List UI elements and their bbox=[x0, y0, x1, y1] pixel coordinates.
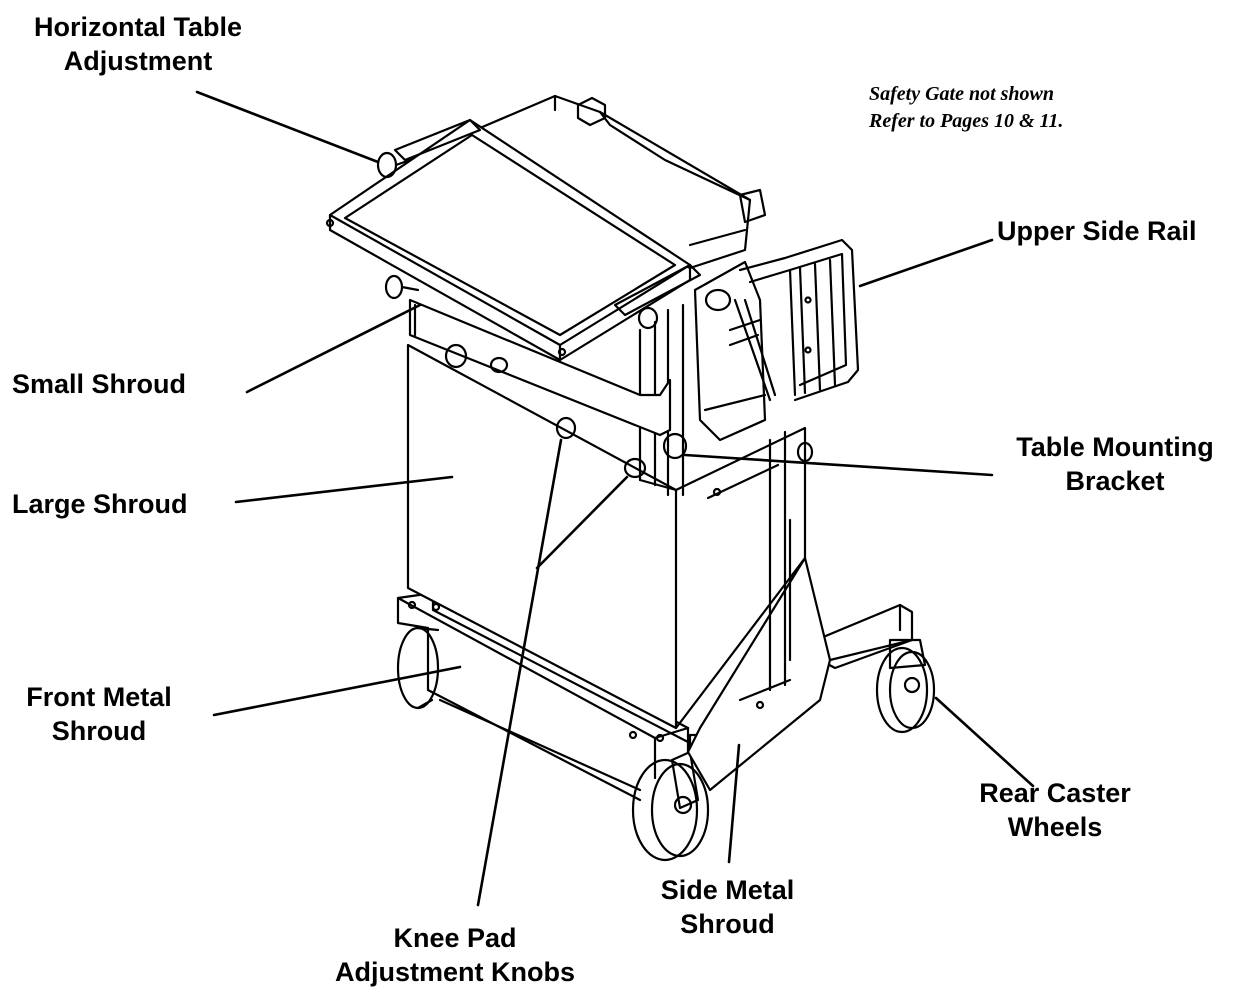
note-line-2: Refer to Pages 10 & 11. bbox=[869, 110, 1064, 132]
leader-lines bbox=[195, 90, 1035, 907]
label-small-shroud: Small Shroud bbox=[12, 369, 187, 399]
side-metal-shroud-shape bbox=[686, 556, 832, 792]
leader-upper-side-rail bbox=[858, 238, 994, 288]
small-shroud-shape bbox=[408, 298, 672, 437]
table-top bbox=[325, 94, 767, 362]
rear-wheels bbox=[875, 638, 936, 734]
safety-gate-note: Safety Gate not shown Refer to Pages 10 … bbox=[869, 81, 1063, 135]
label-knee-pad-adjustment-knobs: Knee Pad Adjustment Knobs bbox=[335, 923, 575, 987]
label-table-mounting-bracket: Table Mounting Bracket bbox=[1016, 432, 1214, 496]
knee-pad-mechanism bbox=[693, 260, 777, 442]
front-wheels bbox=[396, 626, 710, 862]
label-large-shroud: Large Shroud bbox=[12, 489, 188, 519]
label-front-metal-shroud: Front Metal Shroud bbox=[26, 682, 172, 746]
label-rear-caster-wheels: Rear Caster Wheels bbox=[979, 778, 1131, 842]
label-upper-side-rail: Upper Side Rail bbox=[997, 216, 1197, 246]
note-line-1: Safety Gate not shown bbox=[869, 83, 1055, 105]
upper-side-rail bbox=[738, 238, 860, 402]
leader-table-mounting-bracket bbox=[683, 453, 994, 477]
leader-front-metal-shroud bbox=[212, 665, 462, 717]
leader-horizontal-table-adjustment bbox=[195, 90, 380, 164]
label-horizontal-table-adjustment: Horizontal Table Adjustment bbox=[33, 12, 242, 76]
leader-small-shroud bbox=[245, 303, 422, 394]
leader-knee-pad-knob-1 bbox=[476, 438, 563, 907]
leader-large-shroud bbox=[234, 475, 454, 504]
leader-side-metal-shroud bbox=[727, 743, 741, 864]
adjustment-knobs bbox=[376, 151, 814, 479]
label-side-metal-shroud: Side Metal Shroud bbox=[660, 875, 795, 939]
leader-rear-caster-wheels bbox=[934, 696, 1035, 788]
leader-knee-pad-knob-2 bbox=[535, 475, 629, 570]
